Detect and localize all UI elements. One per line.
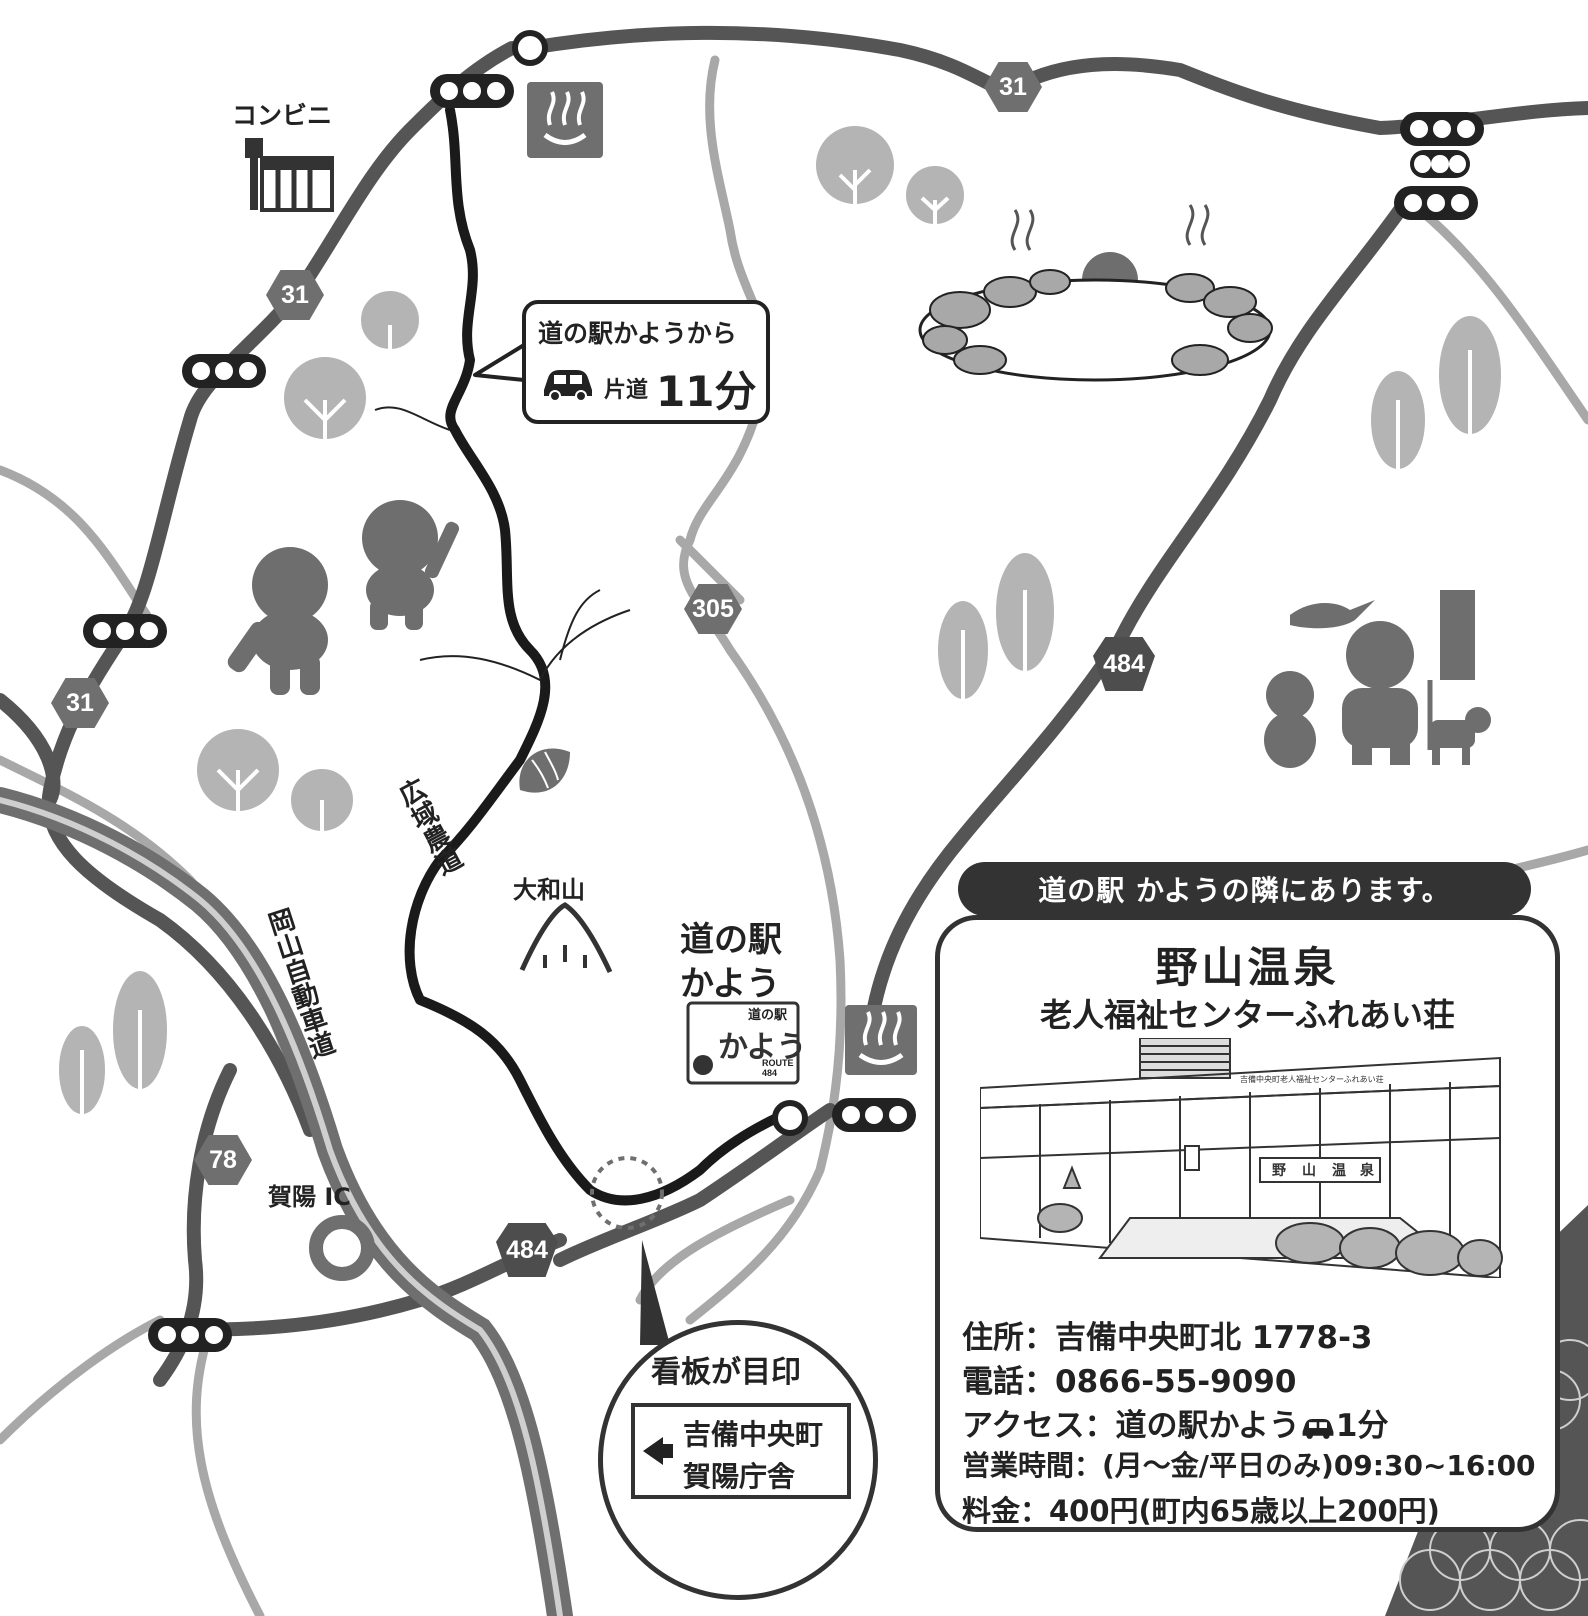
sweet-potato-icon (519, 748, 570, 793)
tree-icon (289, 767, 355, 860)
building-sign-text: 吉備中央町老人福祉センターふれあい荘 (1240, 1074, 1384, 1084)
facility-name: 野山温泉 (1155, 943, 1340, 992)
route-305-shield: 305 (684, 584, 742, 634)
landmark-circle (590, 1156, 664, 1230)
facility-hours: 営業時間：(月～金/平日のみ)09:30~16:00 (962, 1449, 1536, 1482)
convenience-store-label: コンビニ (232, 101, 333, 130)
signboard-callout: 看板が目印 吉備中央町 賀陽庁舎 (598, 1320, 878, 1600)
pheasant-icon (1290, 600, 1375, 629)
tree-icon (1369, 369, 1427, 490)
interchange-label: 賀陽 IC (268, 1183, 351, 1211)
car-icon (1302, 1418, 1334, 1439)
arrow-left-icon (643, 1437, 663, 1465)
momotaro-icon (1342, 590, 1475, 765)
access-prefix: アクセス：道の駅かよう (962, 1408, 1300, 1444)
facility-phone: 電話：0866-55-9090 (962, 1364, 1297, 1400)
sign-pointer (640, 1240, 670, 1345)
traffic-signal (1400, 112, 1484, 146)
tree-icon (359, 289, 421, 385)
tree-icon (282, 355, 368, 475)
facility-subtitle: 老人福祉センターふれあい荘 (1040, 996, 1455, 1034)
tree-icon (814, 124, 896, 220)
tree-icon (195, 727, 281, 850)
rivers (374, 406, 631, 682)
trees (57, 124, 1503, 1160)
oni-icon (227, 547, 328, 695)
expressway (0, 787, 573, 1616)
access-suffix: 1分 (1335, 1408, 1389, 1444)
bubble-minutes: 11分 (656, 367, 757, 416)
shop-sign-4: 泉 (1360, 1162, 1375, 1179)
shop-sign-1: 野 (1272, 1163, 1286, 1179)
junction-marker (512, 30, 548, 66)
facility-access: アクセス：道の駅かよう 1分 (962, 1400, 1388, 1445)
michinoeki-logo (686, 1001, 800, 1085)
traffic-signal (148, 1318, 232, 1352)
traffic-signal (1410, 150, 1470, 178)
tree-icon (111, 969, 169, 1160)
michinoeki-logo-top: 道の駅 (748, 1008, 788, 1023)
signboard-title: 看板が目印 (651, 1355, 801, 1390)
facility-fee: 料金：400円(町内65歳以上200円) (962, 1494, 1440, 1528)
facility-address: 住所：吉備中央町北 1778-3 (962, 1320, 1373, 1356)
onsen-pool (918, 204, 1273, 382)
convenience-store-icon (245, 138, 334, 212)
junction-marker (772, 1100, 808, 1136)
michinoeki-logo-route: ROUTE 484 (762, 1058, 794, 1078)
bubble-pointer (473, 343, 526, 382)
bubble-one-way: 片道 (604, 378, 649, 403)
route-484-shield: 484 (1093, 637, 1155, 691)
route-78-shield: 78 (194, 1135, 252, 1185)
bubble-line1: 道の駅かようから (538, 319, 737, 348)
tree-icon (936, 599, 990, 715)
michinoeki-label: 道の駅 かよう (680, 920, 782, 1004)
drive-time-bubble: 道の駅かようから 片道 11分 (522, 300, 770, 424)
car-icon (544, 370, 592, 402)
onsen-icon (527, 82, 603, 158)
tree-icon (994, 551, 1056, 710)
oni-icon (362, 500, 460, 630)
michinoeki-logo-main: かよう (718, 1030, 807, 1065)
route-484-shield: 484 (496, 1223, 558, 1277)
signboard-line2: 賀陽庁舎 (683, 1460, 796, 1493)
traffic-signal (430, 74, 514, 108)
drive-route (404, 105, 800, 1206)
tree-icon (1437, 314, 1503, 480)
monkey-icon (1264, 671, 1316, 768)
traffic-signal (182, 354, 266, 388)
tree-icon (904, 164, 966, 245)
arrow-left-icon-shaft (659, 1444, 673, 1458)
ic-circle (309, 1215, 375, 1281)
shop-sign-3: 温 (1332, 1163, 1346, 1179)
traffic-signal (1394, 186, 1478, 220)
next-to-station-banner: 道の駅 かようの隣にあります。 (958, 862, 1531, 916)
dog-icon (1430, 707, 1491, 765)
signboard-panel: 吉備中央町 賀陽庁舎 (631, 1403, 851, 1499)
tree-icon (57, 1024, 107, 1160)
mountain-icon (519, 902, 613, 974)
signboard-line1: 吉備中央町 (683, 1418, 824, 1451)
mountain-label: 大和山 (513, 876, 585, 904)
facility-info-box: 野山温泉 老人福祉センターふれあい荘 吉備中央町老人福祉センターふれあい荘 野 … (935, 915, 1560, 1532)
onsen-icon (845, 1005, 917, 1075)
shop-sign-2: 山 (1302, 1163, 1316, 1179)
traffic-signal (83, 614, 167, 648)
traffic-signal (832, 1098, 916, 1132)
facility-building-illustration: 吉備中央町老人福祉センターふれあい荘 野 山 温 泉 (980, 1038, 1503, 1278)
